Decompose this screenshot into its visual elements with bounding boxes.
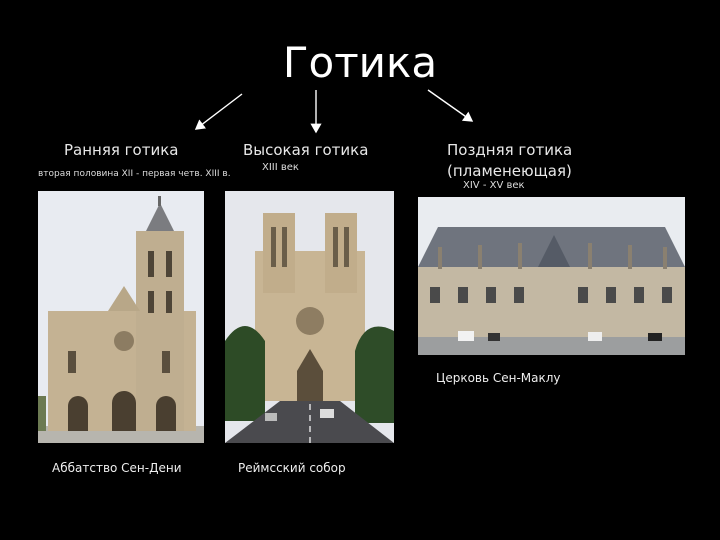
early-gothic-heading: Ранняя готика [64, 141, 179, 159]
late-gothic-heading-line1: Поздняя готика [447, 141, 573, 159]
saint-maclou-photo [418, 197, 685, 355]
late-gothic-period: XIV - XV век [463, 180, 525, 191]
arrow-right [427, 89, 474, 122]
high-gothic-heading: Высокая готика [243, 141, 369, 159]
early-gothic-period: вторая половина XII - первая четв. XIII … [38, 169, 231, 179]
saint-denis-photo [38, 191, 204, 443]
arrow-left [194, 93, 243, 130]
reims-photo [225, 191, 394, 443]
slide-title: Готика [282, 38, 438, 87]
saint-denis-caption: Аббатство Сен-Дени [52, 461, 182, 475]
saint-maclou-caption: Церковь Сен-Маклу [436, 371, 561, 385]
late-gothic-heading-line2: (пламенеющая) [447, 162, 572, 180]
high-gothic-period: XIII век [262, 162, 299, 173]
reims-caption: Реймсский собор [238, 461, 346, 475]
